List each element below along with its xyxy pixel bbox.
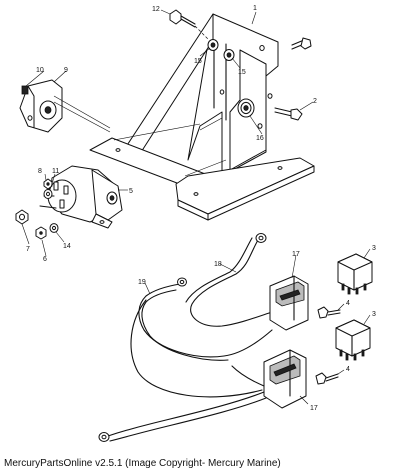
image-caption: MercuryPartsOnline v2.5.1 (Image Copyrig… bbox=[4, 458, 281, 469]
callout-labels: 1 12 15 15 2 16 10 9 8 11 5 7 6 14 3 17 … bbox=[26, 5, 376, 412]
harness-lower bbox=[98, 365, 267, 442]
screw-2 bbox=[274, 107, 303, 121]
screw-12 bbox=[169, 9, 210, 41]
callout-4-lower: 4 bbox=[346, 366, 350, 373]
screw-4-upper bbox=[317, 306, 341, 319]
callout-16: 16 bbox=[256, 135, 264, 142]
grommet-15-upper bbox=[207, 39, 219, 51]
connector-17-lower bbox=[263, 349, 307, 409]
callout-15-upper: 15 bbox=[194, 58, 202, 65]
grommet-15-lower bbox=[223, 49, 235, 61]
nut-7 bbox=[15, 209, 29, 225]
callout-12: 12 bbox=[152, 6, 160, 13]
leader-lines bbox=[21, 9, 371, 405]
harness-19 bbox=[130, 277, 273, 398]
callout-4-upper: 4 bbox=[346, 300, 350, 307]
terminal-10 bbox=[21, 85, 29, 95]
callout-3-upper: 3 bbox=[372, 245, 376, 252]
solenoid-5 bbox=[39, 165, 123, 229]
callout-1: 1 bbox=[253, 5, 257, 12]
callout-9: 9 bbox=[64, 67, 68, 74]
callout-15-lower: 15 bbox=[238, 69, 246, 76]
callout-17-lower: 17 bbox=[310, 405, 318, 412]
relay-3-upper bbox=[337, 253, 373, 295]
callout-11: 11 bbox=[52, 168, 59, 175]
callout-6: 6 bbox=[43, 256, 47, 263]
callout-8: 8 bbox=[38, 168, 42, 175]
module-9 bbox=[19, 79, 111, 133]
connector-17-upper bbox=[269, 275, 309, 331]
nut-6 bbox=[35, 226, 47, 240]
washer-14 bbox=[49, 223, 59, 233]
mounting-bracket bbox=[89, 13, 315, 221]
grommet-16 bbox=[237, 98, 255, 118]
callout-18: 18 bbox=[214, 261, 222, 268]
callout-2: 2 bbox=[313, 98, 317, 105]
harness-18 bbox=[185, 233, 273, 327]
callout-3-lower: 3 bbox=[372, 311, 376, 318]
callout-14: 14 bbox=[63, 243, 71, 250]
washer-11 bbox=[43, 189, 53, 199]
callout-10: 10 bbox=[36, 67, 44, 74]
nut-8 bbox=[43, 178, 53, 190]
screw-4-lower bbox=[315, 372, 339, 385]
callout-7: 7 bbox=[26, 246, 30, 253]
callout-5: 5 bbox=[129, 188, 133, 195]
callout-17-upper: 17 bbox=[292, 251, 300, 258]
relay-3-lower bbox=[335, 319, 371, 361]
screw-upper-right bbox=[291, 37, 312, 50]
callout-19: 19 bbox=[138, 279, 146, 286]
